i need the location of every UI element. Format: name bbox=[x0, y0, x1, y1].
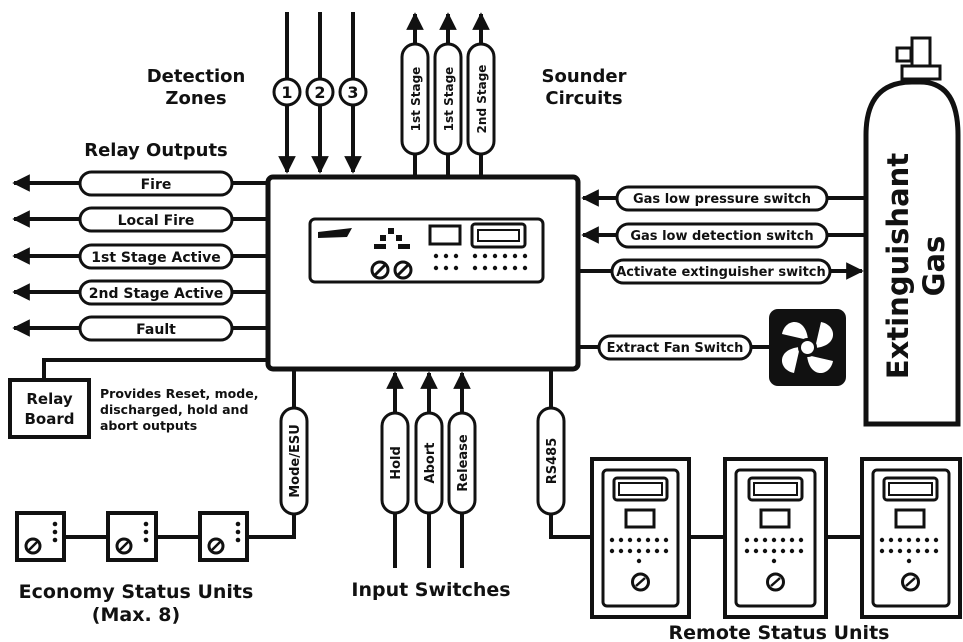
extract-fan: Extract Fan Switch bbox=[578, 309, 846, 386]
gas-links: Gas low pressure switch Gas low detectio… bbox=[578, 185, 866, 285]
sounder-circuits-title-line2: Circuits bbox=[545, 88, 622, 109]
sounder-circuit-2-label: 1st Stage bbox=[433, 42, 463, 156]
extract-fan-icon bbox=[769, 309, 846, 386]
svg-text:1: 1 bbox=[281, 83, 292, 102]
zone-3-badge: 3 bbox=[338, 77, 368, 107]
relay-outputs: Relay Outputs Fire Local Fire 1st Stage … bbox=[12, 140, 268, 342]
svg-text:1st Stage: 1st Stage bbox=[409, 67, 423, 132]
mode-esu-link: Mode/ESU bbox=[247, 369, 309, 539]
svg-text:2nd Stage Active: 2nd Stage Active bbox=[89, 286, 223, 302]
svg-text:3: 3 bbox=[347, 83, 358, 102]
relay-output-2nd-stage-active: 2nd Stage Active bbox=[12, 279, 268, 306]
extinguishant-label-line2: Gas bbox=[917, 236, 951, 297]
gas-low-pressure-switch-link: Gas low pressure switch bbox=[581, 185, 866, 212]
control-panel bbox=[265, 174, 581, 372]
remote-status-unit bbox=[723, 457, 828, 619]
detection-zones: Detection Zones 1 2 3 bbox=[147, 12, 368, 174]
svg-text:Fault: Fault bbox=[136, 322, 176, 338]
relay-board-note-line2: discharged, hold and bbox=[100, 402, 248, 417]
svg-text:2: 2 bbox=[314, 83, 325, 102]
cylinder-valve-icon bbox=[910, 36, 932, 68]
sounder-circuit-3-label: 2nd Stage bbox=[466, 42, 496, 156]
svg-text:Fire: Fire bbox=[141, 177, 172, 193]
input-switch-release: Release bbox=[447, 411, 477, 515]
rs485-link: RS485 bbox=[536, 369, 592, 539]
remote-status-unit bbox=[590, 457, 691, 619]
remote-status-unit bbox=[860, 457, 962, 619]
svg-text:2nd Stage: 2nd Stage bbox=[475, 65, 489, 134]
svg-text:Release: Release bbox=[456, 434, 471, 492]
relay-output-local-fire: Local Fire bbox=[12, 206, 268, 233]
input-switches: Hold Abort Release Input Switches bbox=[351, 371, 511, 601]
sounder-circuits-title-line1: Sounder bbox=[542, 66, 627, 87]
relay-outputs-title: Relay Outputs bbox=[84, 140, 228, 161]
relay-board-label-line2: Board bbox=[25, 410, 75, 428]
relay-board: Relay Board Provides Reset, mode, discha… bbox=[8, 358, 268, 439]
rs485-label: RS485 bbox=[545, 438, 560, 485]
svg-text:Abort: Abort bbox=[423, 443, 438, 484]
detection-zones-title-line2: Zones bbox=[165, 88, 226, 109]
relay-board-label-line1: Relay bbox=[26, 390, 73, 408]
extinguishant-gas-cylinder: Extinguishant Gas bbox=[863, 36, 961, 427]
relay-board-note-line1: Provides Reset, mode, bbox=[100, 386, 258, 401]
panel-key-switch-icon bbox=[370, 260, 390, 280]
svg-text:Activate extinguisher switch: Activate extinguisher switch bbox=[616, 265, 826, 280]
svg-text:Hold: Hold bbox=[389, 446, 404, 480]
panel-logo bbox=[318, 228, 352, 238]
remote-status-units-title: Remote Status Units bbox=[669, 622, 890, 642]
remote-status-units: Remote Status Units bbox=[590, 457, 962, 642]
relay-output-fire: Fire bbox=[12, 170, 268, 197]
svg-text:Gas low pressure switch: Gas low pressure switch bbox=[633, 192, 811, 207]
sounder-circuits: Sounder Circuits 1st Stage 1st Stage 2nd… bbox=[400, 12, 627, 176]
economy-status-unit bbox=[198, 511, 249, 562]
relay-output-fault: Fault bbox=[12, 315, 268, 342]
panel-led-indicators-icon bbox=[374, 228, 410, 249]
relay-board-note-line3: abort outputs bbox=[100, 418, 197, 433]
economy-status-units-title-line2: (Max. 8) bbox=[92, 604, 180, 626]
detection-zones-title-line1: Detection bbox=[147, 66, 246, 87]
panel-buttons-icon bbox=[433, 253, 528, 271]
input-switch-abort: Abort bbox=[414, 411, 444, 515]
panel-small-display bbox=[428, 224, 462, 246]
extinguishant-label-line1: Extinguishant bbox=[881, 153, 915, 379]
relay-output-1st-stage-active: 1st Stage Active bbox=[12, 243, 268, 270]
input-switches-title: Input Switches bbox=[351, 579, 510, 601]
economy-status-unit bbox=[15, 511, 66, 562]
sounder-circuit-1-label: 1st Stage bbox=[400, 42, 430, 156]
svg-text:1st Stage: 1st Stage bbox=[442, 67, 456, 132]
svg-text:1st Stage Active: 1st Stage Active bbox=[91, 250, 221, 266]
activate-extinguisher-switch-link: Activate extinguisher switch bbox=[578, 258, 864, 285]
svg-text:Gas low detection switch: Gas low detection switch bbox=[630, 229, 813, 244]
economy-status-unit bbox=[106, 511, 158, 562]
svg-text:Local Fire: Local Fire bbox=[118, 213, 195, 229]
extract-fan-switch-label: Extract Fan Switch bbox=[607, 341, 744, 356]
zone-1-badge: 1 bbox=[272, 77, 302, 107]
panel-lcd-display bbox=[470, 222, 527, 249]
gas-low-detection-switch-link: Gas low detection switch bbox=[581, 222, 866, 249]
economy-status-units: Economy Status Units (Max. 8) bbox=[15, 511, 254, 626]
zone-2-badge: 2 bbox=[305, 77, 335, 107]
economy-status-units-title-line1: Economy Status Units bbox=[19, 581, 254, 603]
mode-esu-label: Mode/ESU bbox=[288, 424, 303, 498]
panel-key-switch-icon bbox=[393, 260, 413, 280]
input-switch-hold: Hold bbox=[380, 411, 410, 515]
